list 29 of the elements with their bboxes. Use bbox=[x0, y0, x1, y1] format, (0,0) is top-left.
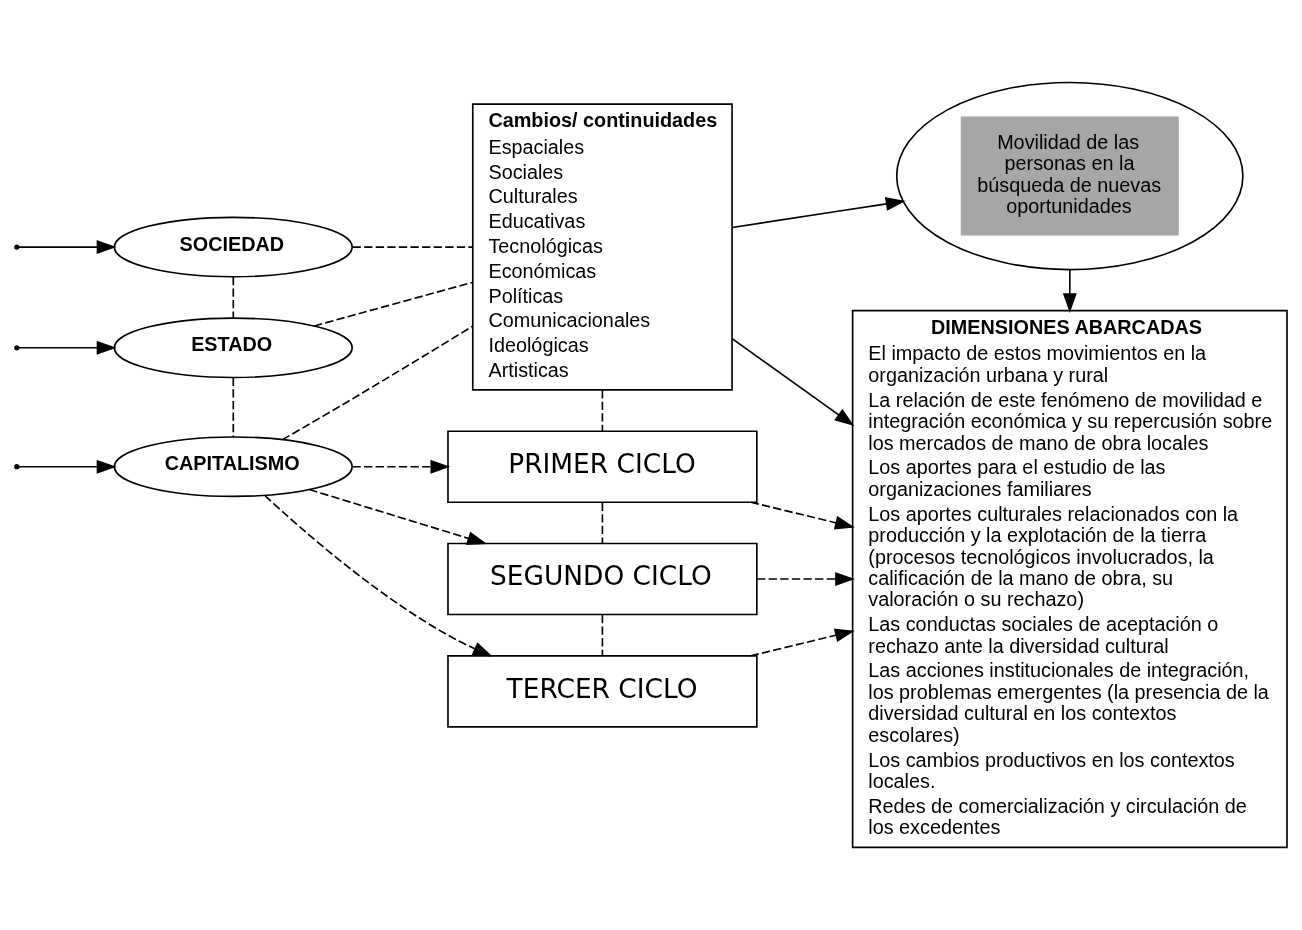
arrow bbox=[731, 337, 855, 427]
arrow bbox=[750, 628, 855, 657]
node-ellipse: CAPITALISMO bbox=[113, 436, 354, 498]
arrow bbox=[351, 459, 451, 474]
connector bbox=[601, 614, 604, 657]
arrow bbox=[1062, 268, 1077, 314]
node-box: TERCER CICLO bbox=[447, 655, 758, 728]
node-ellipse: ESTADO bbox=[113, 317, 354, 379]
node-box: PRIMER CICLO bbox=[447, 430, 758, 504]
arrow bbox=[731, 197, 906, 229]
connector bbox=[232, 276, 235, 319]
node-box: SEGUNDO CICLO bbox=[447, 542, 758, 616]
node-ellipse: SOCIEDAD bbox=[113, 216, 354, 278]
arrow bbox=[17, 459, 117, 474]
node-box: DIMENSIONES ABARCADAS El impacto de estos movimientos en la organización urbana y rural La relación de este fenómeno de movilidad e integración económica y su repercusión sobre los mercados de mano de obra locales Los aportes para el estudio de las organizaciones familiares Los aportes culturales relacionados con la producción y la explotación de la tierra (procesos tecnológicos involucrados, la calificación de la mano de obra, su valoración o su rechazo) Las conductas sociales de aceptación o rechazo ante la diversidad cultural Las acciones institucionales de integración, los problemas emergentes (la presencia de la diversidad cultural en los contextos escolares) Los cambios productivos en los contextos locales. Redes de comercialización y circulación de los excedentes bbox=[851, 309, 1288, 849]
connector bbox=[232, 376, 235, 438]
connector bbox=[281, 325, 474, 441]
arrow bbox=[264, 494, 493, 657]
arrow bbox=[756, 572, 855, 586]
arrow bbox=[308, 488, 487, 545]
arrow bbox=[17, 240, 117, 254]
connector bbox=[601, 389, 604, 432]
arrow bbox=[750, 501, 855, 530]
connector bbox=[351, 246, 474, 248]
arrow bbox=[17, 340, 117, 355]
node-ellipse: Movilidad de las personas en la búsqueda de nuevas oportunidades bbox=[895, 81, 1244, 271]
node-box: Cambios/ continuidades Espaciales Sociales Culturales Educativas Tecnológicas Económicas Políticas Comunicacionales Ideológicas Artisticas bbox=[471, 103, 733, 391]
connector bbox=[601, 501, 604, 545]
connector bbox=[313, 281, 474, 327]
